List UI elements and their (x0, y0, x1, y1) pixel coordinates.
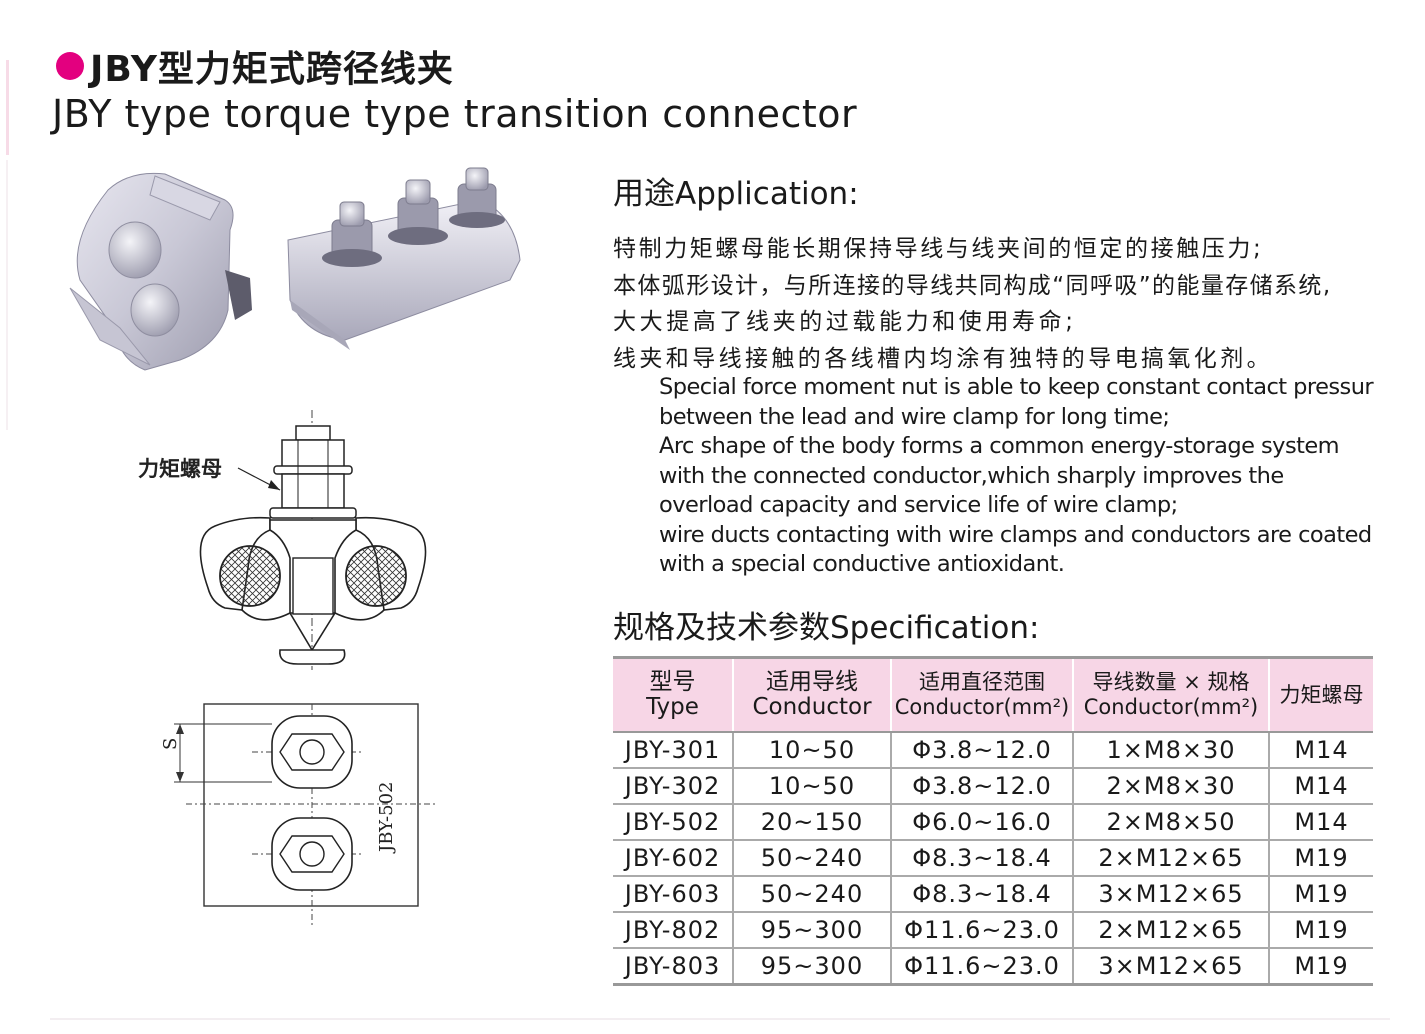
cell-torque-nut: M14 (1269, 732, 1373, 769)
header-torque-nut: 力矩螺母 (1269, 656, 1373, 733)
left-edge-decoration-lower (6, 160, 8, 430)
table-row: JBY-301 10~50 Φ3.8~12.0 1×M8×30 M14 (613, 732, 1373, 769)
application-cn-line-1: 特制力矩螺母能长期保持导线与线夹间的恒定的接触压力; (613, 236, 1264, 262)
application-cn-line-4: 线夹和导线接触的各线槽内均涂有独特的导电搞氧化剂。 (613, 346, 1273, 372)
application-cn-line-2: 本体弧形设计，与所连接的导线共同构成“同呼吸”的能量存储系统, (613, 273, 1332, 299)
cell-torque-nut: M19 (1269, 948, 1373, 986)
cell-diameter: Φ8.3~18.4 (891, 876, 1074, 913)
application-en-para-3: wire ducts contacting with wire clamps a… (659, 521, 1372, 578)
cell-diameter: Φ6.0~16.0 (891, 804, 1074, 841)
cell-diameter: Φ3.8~12.0 (891, 732, 1074, 769)
page-title-en: JBY type torque type transition connecto… (52, 92, 858, 136)
cell-conductor: 50~240 (733, 840, 892, 877)
application-heading: 用途Application: (613, 176, 859, 212)
title-bullet (56, 52, 84, 80)
cell-torque-nut: M19 (1269, 912, 1373, 949)
table-row: JBY-602 50~240 Φ8.3~18.4 2×M12×65 M19 (613, 840, 1373, 877)
cell-conductor: 20~150 (733, 804, 892, 841)
table-row: JBY-803 95~300 Φ11.6~23.0 3×M12×65 M19 (613, 948, 1373, 986)
cell-conductor: 10~50 (733, 732, 892, 769)
cell-type: JBY-301 (613, 732, 734, 769)
product-photo (60, 160, 530, 380)
cell-torque-nut: M19 (1269, 840, 1373, 877)
cell-quantity: 3×M12×65 (1073, 876, 1270, 913)
left-edge-decoration (6, 60, 9, 155)
application-cn-line-3: 大大提高了线夹的过载能力和使用寿命; (613, 309, 1077, 335)
cell-type: JBY-502 (613, 804, 734, 841)
cell-conductor: 50~240 (733, 876, 892, 913)
table-row: JBY-302 10~50 Φ3.8~12.0 2×M8×30 M14 (613, 768, 1373, 805)
cell-torque-nut: M14 (1269, 768, 1373, 805)
cell-type: JBY-803 (613, 948, 734, 986)
cell-torque-nut: M19 (1269, 876, 1373, 913)
cell-quantity: 2×M8×30 (1073, 768, 1270, 805)
cell-type: JBY-602 (613, 840, 734, 877)
cell-quantity: 2×M12×65 (1073, 840, 1270, 877)
cell-conductor: 95~300 (733, 912, 892, 949)
cell-conductor: 95~300 (733, 948, 892, 986)
clamp-photo-right (287, 167, 521, 350)
application-en-text: Special force moment nut is able to keep… (613, 373, 1383, 580)
footer-divider (50, 1018, 1390, 1020)
dimension-s-label: S (160, 738, 181, 750)
table-row: JBY-603 50~240 Φ8.3~18.4 3×M12×65 M19 (613, 876, 1373, 913)
cell-type: JBY-802 (613, 912, 734, 949)
cell-diameter: Φ11.6~23.0 (891, 912, 1074, 949)
cell-quantity: 3×M12×65 (1073, 948, 1270, 986)
specification-heading: 规格及技术参数Specification: (613, 610, 1040, 646)
application-en-para-2: Arc shape of the body forms a common ene… (659, 433, 1340, 518)
cell-quantity: 2×M12×65 (1073, 912, 1270, 949)
technical-drawing: 力矩螺母 (130, 408, 460, 938)
cell-torque-nut: M14 (1269, 804, 1373, 841)
model-label: JBY-502 (376, 782, 397, 854)
torque-nut-label: 力矩螺母 (138, 457, 222, 481)
clamp-photo-left (69, 172, 252, 371)
cell-diameter: Φ8.3~18.4 (891, 840, 1074, 877)
cell-quantity: 2×M8×50 (1073, 804, 1270, 841)
cell-diameter: Φ3.8~12.0 (891, 768, 1074, 805)
cell-quantity: 1×M8×30 (1073, 732, 1270, 769)
cell-conductor: 10~50 (733, 768, 892, 805)
cell-diameter: Φ11.6~23.0 (891, 948, 1074, 986)
cell-type: JBY-603 (613, 876, 734, 913)
table-row: JBY-802 95~300 Φ11.6~23.0 2×M12×65 M19 (613, 912, 1373, 949)
cell-type: JBY-302 (613, 768, 734, 805)
page-title-cn: JBY型力矩式跨径线夹 (90, 49, 454, 90)
application-en-para-1: Special force moment nut is able to keep… (659, 374, 1374, 430)
table-row: JBY-502 20~150 Φ6.0~16.0 2×M8×50 M14 (613, 804, 1373, 841)
